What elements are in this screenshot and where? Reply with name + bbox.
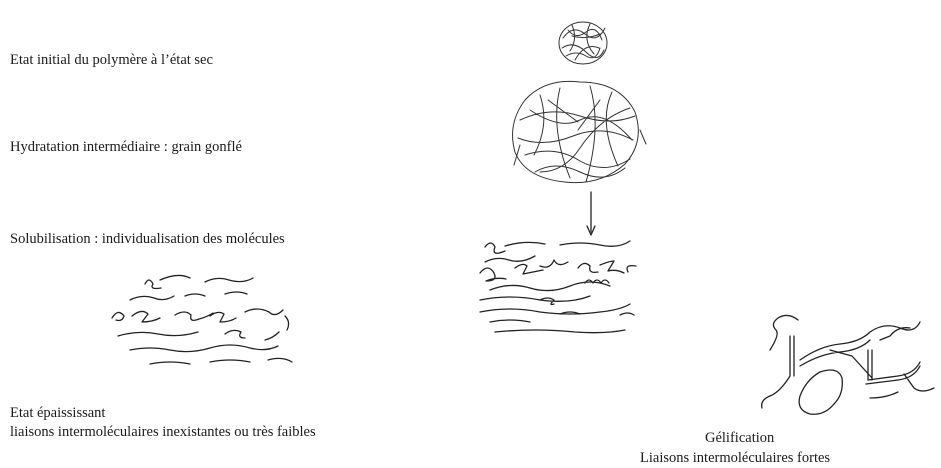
transition-arrow	[587, 192, 595, 235]
gel-network-drawing	[762, 315, 934, 414]
dry-grain-drawing	[559, 22, 607, 64]
swollen-grain-drawing	[513, 81, 646, 182]
thickening-state-drawing	[112, 275, 292, 364]
solubilised-molecules-drawing	[480, 241, 636, 333]
